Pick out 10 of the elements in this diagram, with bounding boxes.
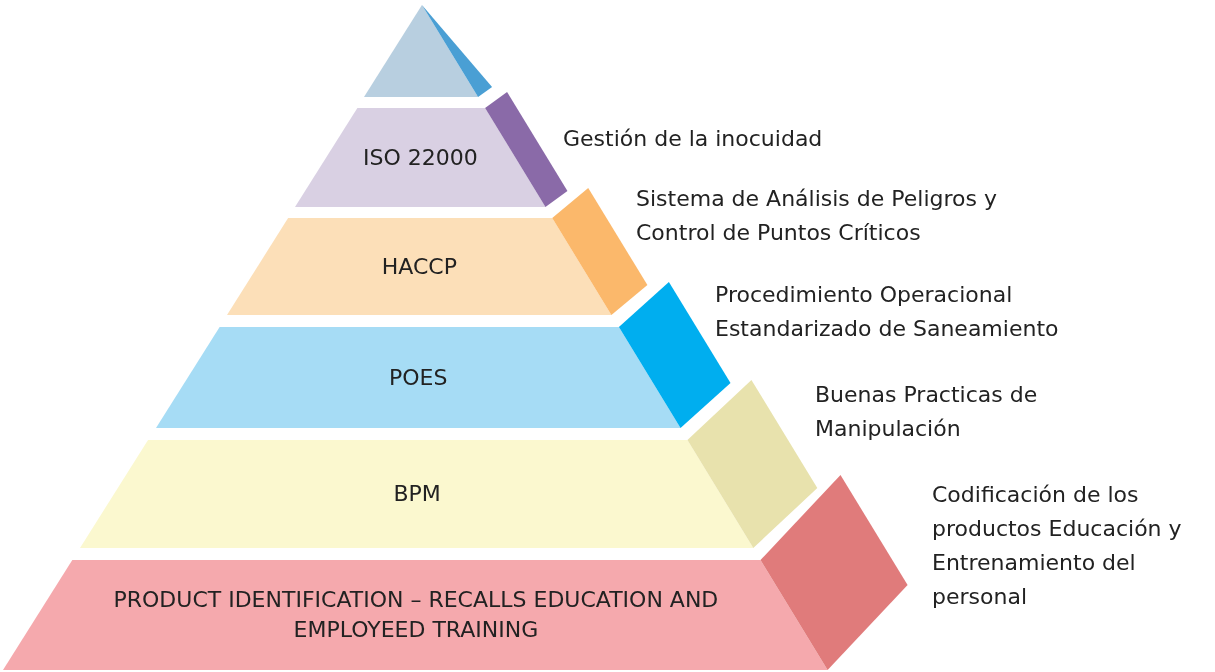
layer-description: Gestión de la inocuidad	[563, 125, 824, 153]
layer-label: PRODUCT IDENTIFICATION – RECALLS EDUCATION AND EMPLOYEED TRAINING	[112, 586, 720, 644]
layer-description: Sistema de Análisis de Peligros y Control de Puntos Críticos	[636, 185, 999, 247]
layer-description: Buenas Practicas de Manipulación	[815, 381, 1039, 443]
layer-label: POES	[388, 363, 449, 392]
layer-description: Codificación de los productos Educación y Entrenamiento del personal	[932, 481, 1183, 611]
layer-label: HACCP	[380, 252, 458, 281]
layer-label: ISO 22000	[362, 143, 479, 172]
layer-label: BPM	[392, 480, 442, 508]
layer-description: Procedimiento Operacional Estandarizado de Saneamiento	[715, 281, 1060, 343]
